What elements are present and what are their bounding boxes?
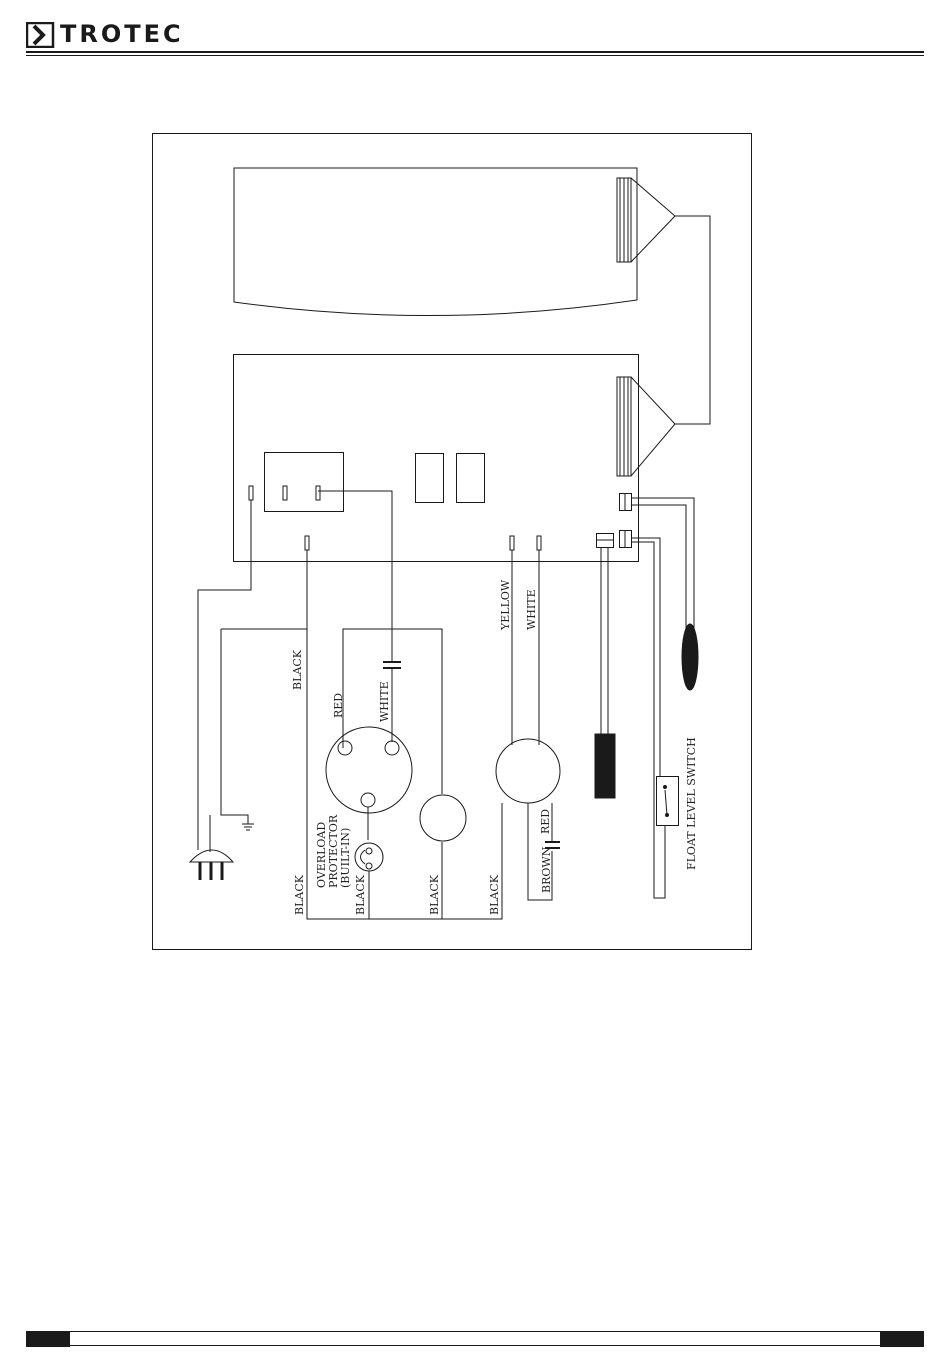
float-level-switch: [657, 777, 679, 826]
relay-box: [265, 453, 344, 512]
label-float-switch: FLOAT LEVEL SWITCH: [685, 737, 698, 870]
label-red-cap: RED: [539, 809, 552, 834]
link-wire: [675, 216, 710, 424]
board-component-2: [457, 454, 485, 503]
upper-unit: [234, 168, 637, 316]
fan-motor: [496, 739, 560, 803]
control-board: [234, 355, 639, 562]
label-black-4: BLACK: [488, 874, 501, 915]
label-yellow: YELLOW: [499, 579, 512, 631]
upper-connector: [617, 178, 675, 262]
label-black-3: BLACK: [428, 874, 441, 915]
label-brown: BROWN: [540, 846, 553, 893]
compressor: [326, 727, 412, 813]
power-plug: [190, 815, 233, 880]
heater-element: [595, 734, 615, 798]
label-white-compressor: WHITE: [378, 681, 391, 722]
board-component-1: [416, 454, 444, 503]
label-black-2: BLACK: [354, 874, 367, 915]
label-black-main: BLACK: [291, 649, 304, 690]
diagram-frame: [153, 134, 752, 950]
label-white-fan: WHITE: [525, 589, 538, 630]
label-overload-3: (BUILT-IN): [339, 828, 352, 888]
fan-motor-small: [420, 795, 466, 841]
overload-protector: [355, 843, 383, 871]
lower-connector: [617, 377, 675, 476]
temperature-sensor: [682, 624, 698, 690]
label-red: RED: [332, 693, 345, 718]
label-black-1: BLACK: [293, 874, 306, 915]
footer-bar: [26, 1331, 924, 1347]
